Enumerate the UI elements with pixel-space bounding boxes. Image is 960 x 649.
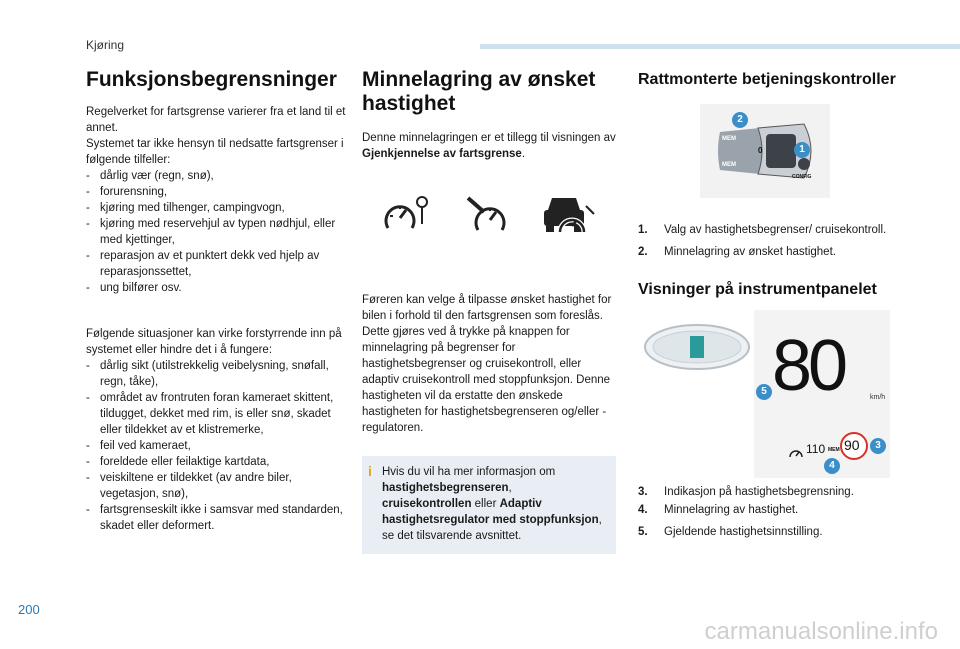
instrument-display: 80 km/h 5 110 MEM 90 3 4 (638, 310, 898, 480)
mem-label-top: MEM (722, 136, 736, 142)
list-item: ung bilfører osv. (86, 280, 348, 296)
watermark: carmanualsonline.info (704, 618, 938, 645)
stalk-illustration: MEM MEM 0 CONFIG 2 1 (700, 104, 830, 198)
list-item: veiskiltene er tildekket (av andre biler… (86, 470, 348, 502)
column-controls: Rattmonterte betjeningskontroller MEM ME… (638, 68, 898, 546)
list-item: foreldede eller feilaktige kartdata, (86, 454, 348, 470)
zero-label: 0 (758, 146, 763, 155)
set-speed: 110 (806, 442, 826, 456)
limitations-intro-2: Systemet tar ikke hensyn til nedsatte fa… (86, 138, 344, 166)
list-item: 5.Gjeldende hastighetsinnstilling. (638, 526, 823, 538)
list-item: området av frontruten foran kameraet ski… (86, 390, 348, 438)
stalk-drawing (718, 123, 812, 179)
list-item: dårlig vær (regn, snø), (86, 168, 348, 184)
memorisation-intro: Denne minnelagringen er et tillegg til v… (362, 132, 616, 160)
disturbance-intro: Følgende situasjoner kan virke forstyrre… (86, 328, 342, 356)
callout-3: 3 (870, 438, 886, 454)
header-bar (480, 44, 960, 49)
limitations-intro-1: Regelverket for fartsgrense varierer fra… (86, 106, 346, 134)
side-gauge (644, 324, 750, 370)
cruise-control-icon (466, 196, 506, 231)
speed-limit-value: 90 (844, 437, 860, 453)
info-text: Hvis du vil ha mer informasjon om hastig… (382, 466, 602, 542)
function-icons (362, 182, 618, 252)
info-icon: i (368, 463, 372, 479)
indications-list: 3.Indikasjon på hastighetsbegrensning. 4… (638, 484, 898, 540)
list-item: forurensning, (86, 184, 348, 200)
list-item: 1.Valg av hastighetsbegrenser/ cruisekon… (638, 224, 887, 236)
speedometer-icon (789, 450, 803, 458)
memorisation-body: Føreren kan velge å tilpasse ønsket hast… (362, 294, 612, 434)
list-item: reparasjon av et punktert dekk ved hjelp… (86, 248, 348, 280)
list-item: feil ved kameraet, (86, 438, 348, 454)
section-header: Kjøring (86, 38, 125, 52)
callout-4: 4 (824, 458, 840, 474)
column-memorisation: Minnelagring av ønsket hastighet Denne m… (362, 68, 618, 554)
list-item: kjøring med reservehjul av typen nødhjul… (86, 216, 348, 248)
mem-label-bottom: MEM (722, 162, 736, 168)
adaptive-cruise-icon (544, 198, 595, 233)
memorisation-title: Minnelagring av ønsket hastighet (362, 68, 596, 115)
display-title: Visninger på instrumentpanelet (638, 281, 877, 298)
controls-title: Rattmonterte betjeningskontroller (638, 71, 896, 88)
list-item: 3.Indikasjon på hastighetsbegrensning. (638, 486, 854, 498)
current-speed: 80 (772, 326, 848, 406)
info-box: i Hvis du vil ha mer informasjon om hast… (362, 456, 616, 554)
config-label: CONFIG (792, 174, 812, 180)
speed-unit: km/h (870, 394, 886, 401)
limitations-list-1: dårlig vær (regn, snø), forurensning, kj… (86, 168, 348, 296)
limitations-list-2: dårlig sikt (utilstrekkelig veibelysning… (86, 358, 348, 534)
list-item: 2.Minnelagring av ønsket hastighet. (638, 246, 836, 258)
controls-list: 1.Valg av hastighetsbegrenser/ cruisekon… (638, 222, 898, 260)
page-number: 200 (18, 602, 40, 617)
list-item: fartsgrenseskilt ikke i samsvar med stan… (86, 502, 348, 534)
speed-limiter-icon (384, 196, 428, 229)
speed-limit-sign (840, 432, 868, 460)
callout-2: 2 (732, 112, 748, 128)
list-item: 4.Minnelagring av hastighet. (638, 504, 799, 516)
column-limitations: Funksjonsbegrensninger Regelverket for f… (86, 68, 348, 534)
list-item: kjøring med tilhenger, campingvogn, (86, 200, 348, 216)
mem-badge: MEM (828, 447, 840, 453)
callout-5: 5 (756, 384, 772, 400)
callout-1: 1 (794, 142, 810, 158)
list-item: dårlig sikt (utilstrekkelig veibelysning… (86, 358, 348, 390)
limitations-title: Funksjonsbegrensninger (86, 68, 337, 91)
